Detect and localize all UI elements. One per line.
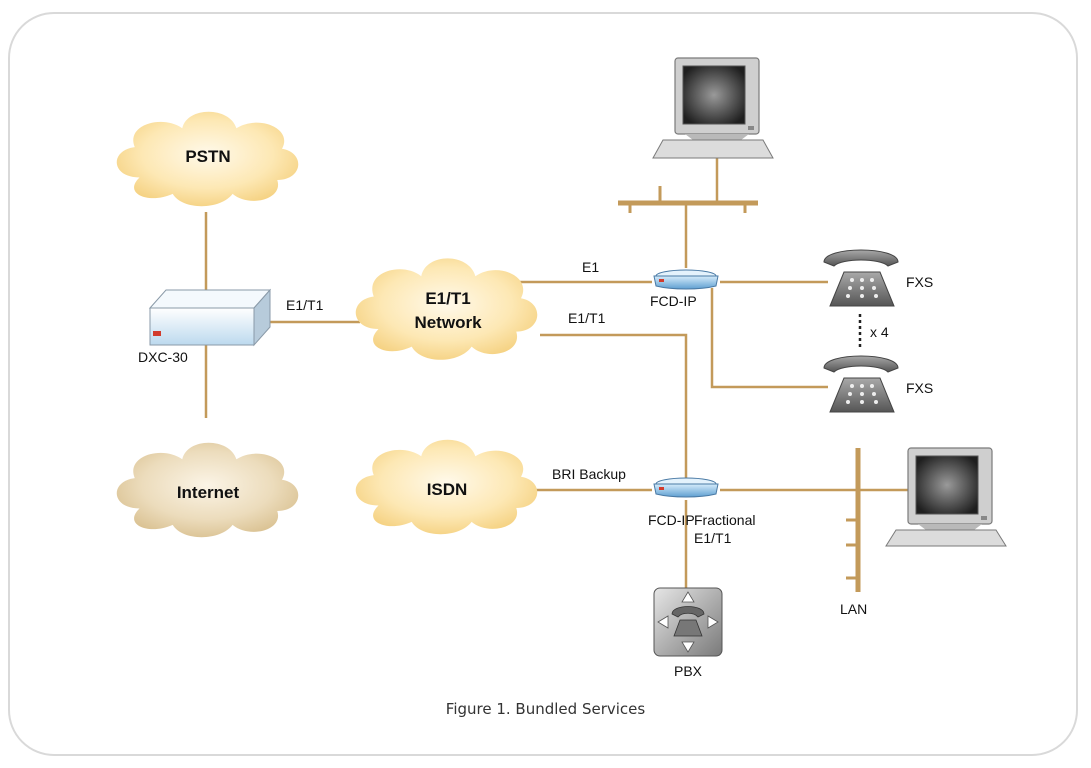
cloud-internet-label: Internet [177,483,240,502]
cloud-network-label-line2: Network [414,313,482,332]
fcd-ip-bottom-label: FCD-IP [648,512,695,528]
fcd-logo-icon [659,279,664,282]
link-fractional-label-line1: Fractional [694,512,755,528]
connection-lines [204,158,908,590]
link-dxc-network-label: E1/T1 [286,297,324,313]
link-e1t1-fcd [540,333,688,482]
pbx-icon[interactable] [653,587,723,657]
link-e1t1-label: E1/T1 [568,310,606,326]
fcd-ip-bottom-device[interactable] [653,477,719,498]
link-fractional-label-line2: E1/T1 [694,530,732,546]
lan-label: LAN [840,601,867,617]
phone-fxs-bottom-icon[interactable] [823,355,899,413]
figure-caption: Figure 1. Bundled Services [445,700,646,718]
fxs-top-label: FXS [906,274,933,290]
phone-fxs-top-icon[interactable] [823,249,899,307]
fcd-ip-top-label: FCD-IP [650,293,697,309]
pbx-label: PBX [674,663,703,679]
fcd-logo-icon [659,487,664,490]
cloud-pstn-label: PSTN [185,147,230,166]
link-bri-backup-label: BRI Backup [552,466,626,482]
phone-multiplier-label: x 4 [870,324,889,340]
computer-top-icon[interactable] [652,57,774,159]
cloud-isdn-label: ISDN [427,480,468,499]
cloud-e1t1-network [355,258,538,360]
dxc-logo-icon [153,331,161,336]
top-ethernet-bus [618,186,758,213]
fcd-ip-top-device[interactable] [653,269,719,290]
dxc-30-device[interactable] [148,288,272,347]
lan-bus[interactable] [846,448,861,592]
link-e1-label: E1 [582,259,599,275]
link-fcd-fxs-bottom [710,288,828,389]
computer-lan-icon[interactable] [885,447,1007,547]
cloud-network-label-line1: E1/T1 [425,289,470,308]
dxc-30-label: DXC-30 [138,349,188,365]
fxs-bottom-label: FXS [906,380,933,396]
